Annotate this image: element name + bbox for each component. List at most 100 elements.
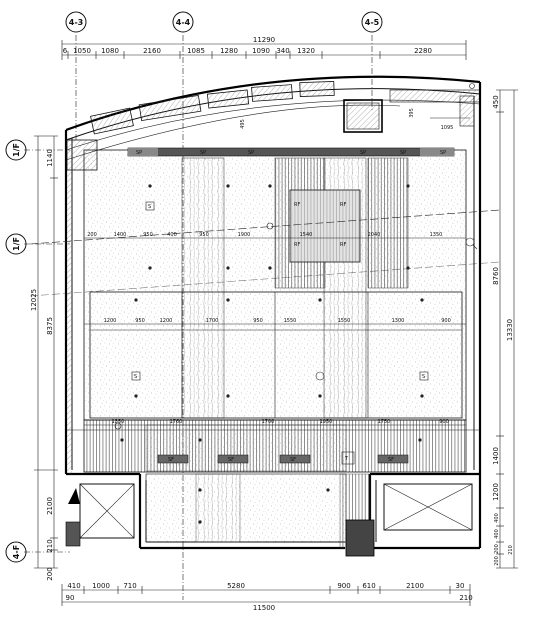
column-bottom (345, 519, 375, 557)
bottom-overall-dim: 11500 (253, 604, 275, 612)
top-dimension-string: 11290 6 1050 1080 2160 1085 1280 1090 34… (61, 36, 467, 60)
interior-dim: 950 (253, 318, 263, 324)
right-dim: 8760 (492, 267, 500, 285)
s-tags: S S S (131, 201, 429, 381)
section-lines (29, 209, 501, 431)
top-dim: 1085 (187, 47, 205, 55)
interior-dim: 950 (143, 232, 153, 238)
interior-dim: 1950 (320, 419, 333, 425)
top-dim: 2280 (414, 47, 432, 55)
left-grid-bubbles: 1/F 1/F 4-F (5, 139, 70, 563)
top-dim: 1320 (297, 47, 315, 55)
interior-dim: 900 (441, 318, 451, 324)
interior-dim: 1750 (378, 419, 391, 425)
interior-dim: 1700 (262, 419, 275, 425)
tag-rf: RF (294, 202, 300, 208)
top-dim: 1280 (220, 47, 238, 55)
right-dim: 200 (494, 544, 500, 554)
grid-bubble-4-4 (172, 11, 194, 33)
bottom-dim: 5280 (227, 582, 245, 590)
bottom-dim: 410 (67, 582, 80, 590)
bottom-dim: 900 (337, 582, 350, 590)
tag-sp: SP (248, 150, 254, 156)
fixture-rings (114, 222, 325, 430)
interior-dim: 1550 (284, 318, 297, 324)
tag-sp: SP (360, 150, 366, 156)
beam-band (127, 147, 455, 157)
grid-bubble-label: 4-3 (69, 18, 83, 27)
right-dim: 200 (494, 556, 500, 566)
left-dim: 8375 (46, 317, 54, 335)
right-overall-dim: 13330 (506, 319, 514, 341)
left-overall-dim: 12025 (30, 289, 38, 311)
interior-dim: 1400 (114, 232, 127, 238)
grid-bubble-label: 4-4 (176, 18, 191, 27)
left-dim: 210 (46, 539, 54, 552)
right-dim: 1200 (492, 483, 500, 501)
bottom-dim: 2100 (406, 582, 424, 590)
upper-dim: 1095 (441, 125, 454, 131)
grid-bubble-label: 4-F (12, 545, 21, 559)
bottom-dim: 710 (123, 582, 136, 590)
lift-left (79, 483, 135, 539)
top-dim: 6 (63, 47, 68, 55)
left-dim: 200 (46, 567, 54, 580)
tag-sf: SF (168, 457, 174, 463)
tag-rf: RF (340, 242, 346, 248)
interior-dim: 200 (87, 232, 97, 238)
lift-right (383, 483, 473, 531)
tag-t: T (344, 456, 349, 462)
right-dim: 1400 (492, 447, 500, 465)
top-dim: 1050 (73, 47, 91, 55)
interior-dim: 1200 (160, 318, 173, 324)
left-dim: 2100 (46, 497, 54, 515)
floor-finish (83, 149, 467, 549)
north-arrow (68, 488, 80, 504)
top-dim: 340 (276, 47, 289, 55)
upper-dim: 495 (240, 119, 246, 129)
interior-dims-row3: 1350 1760 1700 1950 1750 900 (84, 419, 466, 426)
left-wall-hatch (67, 170, 72, 474)
bottom-dim: 30 (456, 582, 465, 590)
right-dim: 450 (492, 95, 500, 108)
interior-dim: 950 (199, 232, 209, 238)
tag-s: S (134, 374, 137, 380)
interior-dim: 1350 (430, 232, 443, 238)
interior-dim: 900 (439, 419, 449, 425)
bottom-dim-extra: 90 (66, 594, 75, 602)
tag-rf: RF (294, 242, 300, 248)
tag-sf: SF (388, 457, 394, 463)
tag-rf: RF (340, 202, 346, 208)
column-bottom-left (65, 521, 81, 547)
top-dim: 1090 (252, 47, 270, 55)
light-fixtures (120, 184, 424, 524)
interior-dim: 1200 (104, 318, 117, 324)
grid-bubble-label: 1/F (12, 143, 21, 157)
bottom-dimension-string: 410 1000 710 5280 900 610 2100 30 90 210… (61, 582, 473, 612)
curved-facade: 1095 395 495 (65, 75, 481, 161)
bottom-dim-extra: 210 (459, 594, 472, 602)
left-dim: 1140 (46, 149, 54, 167)
beam-tags: SP SP SP SP SP SP (136, 150, 446, 156)
interior-dims-row2: 1200 950 1200 1700 950 1550 1550 1300 90… (84, 318, 466, 325)
column-right (459, 95, 475, 127)
right-dim: 400 (494, 529, 500, 539)
rf-tags: RF RF RF RF (294, 202, 346, 248)
interior-dim: 1900 (238, 232, 251, 238)
grid-bubble-label: 4-5 (365, 18, 380, 27)
bottom-dim: 610 (362, 582, 375, 590)
left-dimension-string: 12025 1140 8375 2100 210 200 (30, 135, 58, 581)
top-dim: 2160 (143, 47, 161, 55)
right-dim: 400 (494, 513, 500, 523)
grid-bubble-4-3 (65, 11, 87, 33)
tag-s: S (148, 204, 151, 210)
interior-dim: 1350 (112, 419, 125, 425)
top-dim: 1080 (101, 47, 119, 55)
grid-bubble-label: 1/F (12, 237, 21, 251)
sf-tags: SF SF SF SF T (157, 451, 409, 465)
interior-dim: 400 (167, 232, 177, 238)
upper-dim: 395 (409, 108, 415, 118)
tag-s: S (422, 374, 425, 380)
tag-sf: SF (228, 457, 234, 463)
